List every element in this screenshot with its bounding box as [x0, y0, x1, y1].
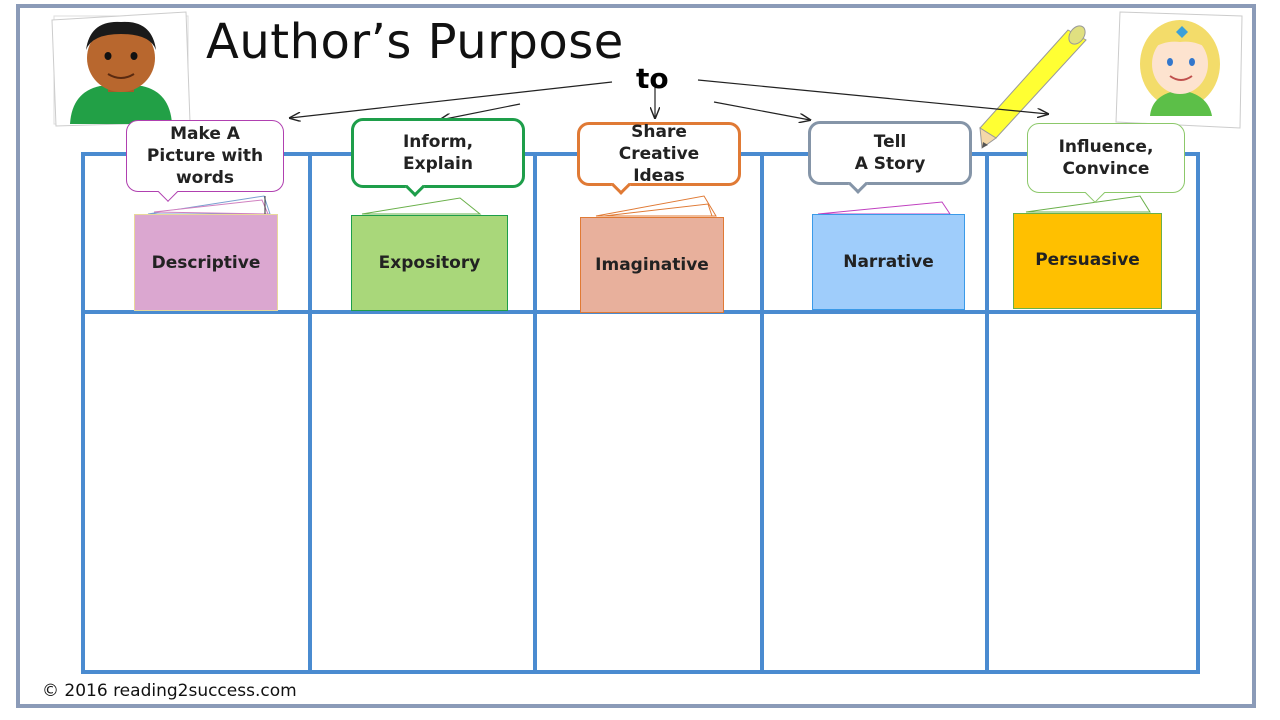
purpose-bubble-persuasive: Influence, Convince — [1027, 123, 1185, 203]
type-card-expository: Expository — [351, 215, 508, 311]
purpose-text: Inform, Explain — [402, 132, 474, 174]
type-label: Narrative — [843, 252, 934, 272]
type-label: Descriptive — [151, 252, 261, 273]
type-card-persuasive: Persuasive — [1013, 213, 1162, 309]
type-label: Imaginative — [595, 255, 709, 275]
copyright-footer: © 2016 reading2success.com — [42, 681, 297, 701]
arrow-descriptive — [290, 81, 613, 118]
arrow-narrative — [713, 101, 810, 120]
purpose-text: Share Creative Ideas — [618, 122, 700, 186]
pencil-illustration — [979, 25, 1087, 149]
purpose-arrows — [290, 78, 1048, 120]
purpose-bubble-imaginative: Share Creative Ideas — [577, 122, 741, 195]
page-frame — [16, 4, 1256, 708]
boy-illustration — [51, 11, 191, 127]
arrow-expository — [440, 103, 521, 120]
girl-illustration — [1115, 11, 1243, 129]
arrow-persuasive — [697, 79, 1048, 114]
type-card-imaginative: Imaginative — [580, 217, 724, 313]
purpose-text: Make A Picture with words — [146, 124, 264, 188]
connector-label: to — [636, 62, 669, 95]
type-card-descriptive: Descriptive — [134, 214, 278, 311]
type-label: Expository — [378, 253, 481, 273]
purpose-text: Tell A Story — [854, 132, 926, 174]
paper-stacks — [147, 195, 1151, 217]
type-card-narrative: Narrative — [812, 214, 965, 310]
purpose-bubble-expository: Inform, Explain — [351, 118, 525, 197]
page-title: Author’s Purpose — [206, 14, 624, 70]
purpose-bubble-narrative: Tell A Story — [808, 121, 972, 194]
purpose-bubble-descriptive: Make A Picture with words — [126, 120, 284, 202]
type-label: Persuasive — [1035, 250, 1140, 270]
purpose-text: Influence, Convince — [1058, 137, 1154, 179]
